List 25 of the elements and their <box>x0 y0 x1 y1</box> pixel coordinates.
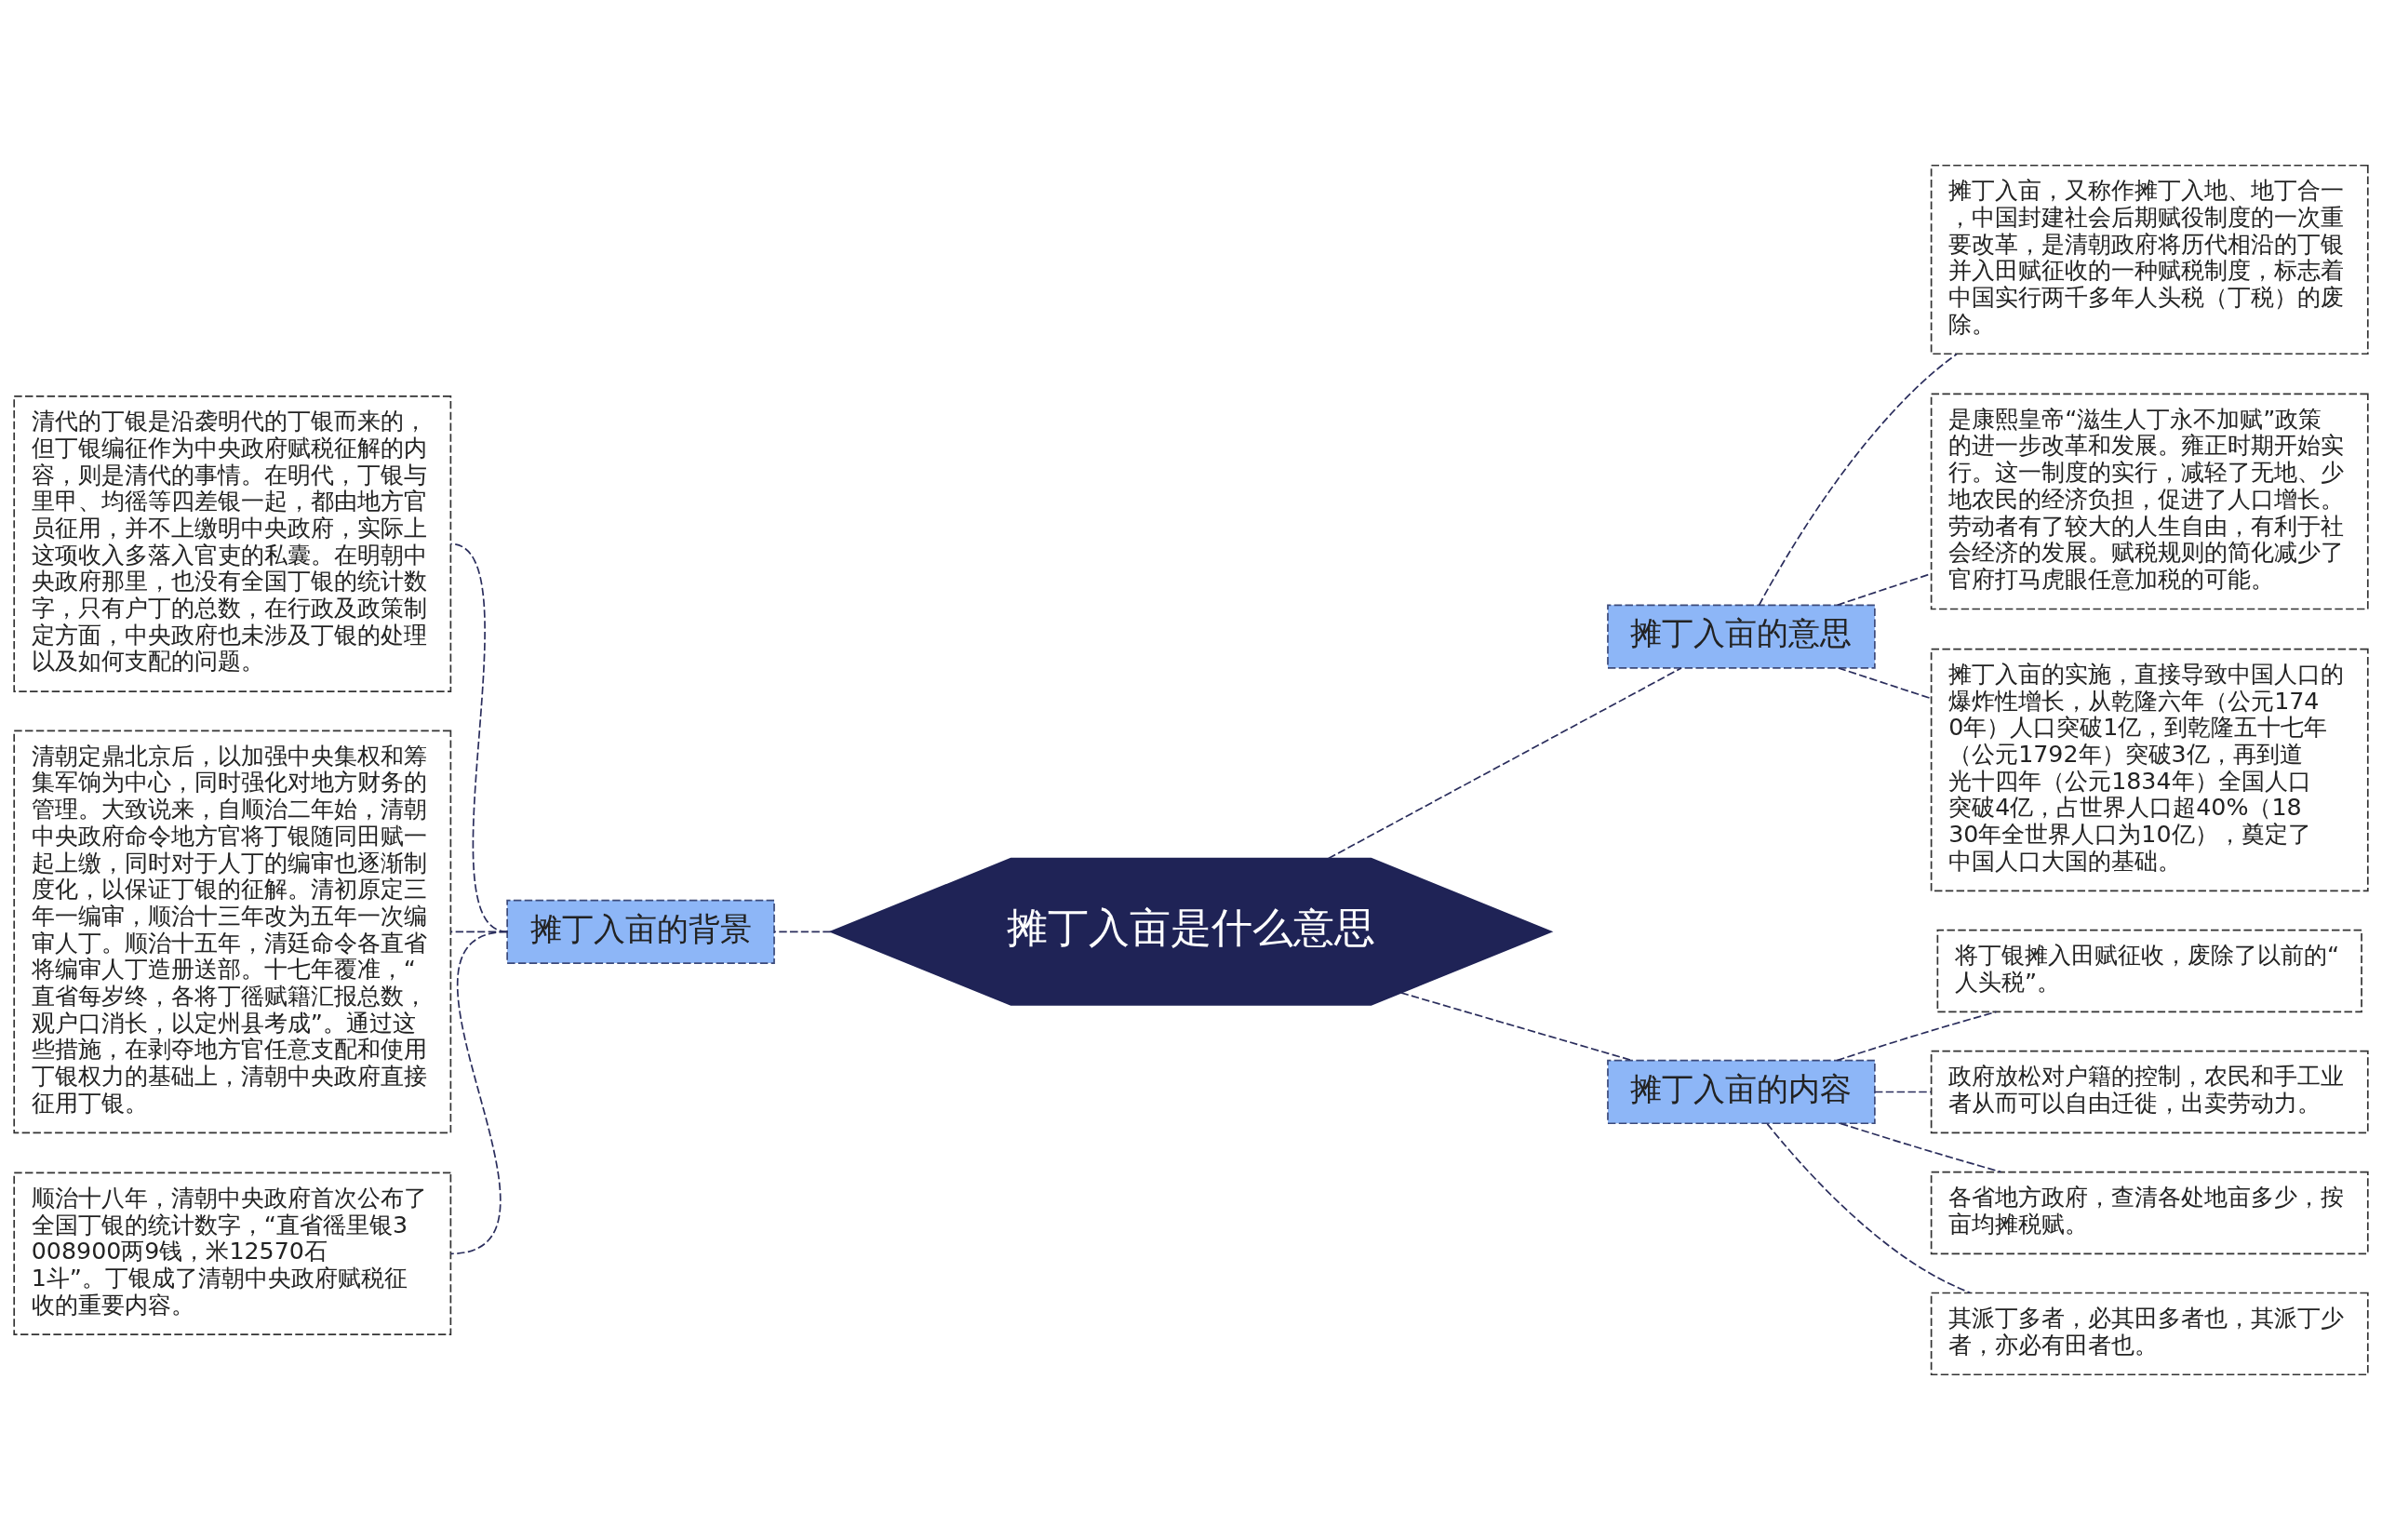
connector <box>1399 992 1633 1062</box>
connector <box>1327 667 1682 860</box>
node-box: 摊丁入亩的内容 <box>1607 1059 1876 1125</box>
node-box: 是康熙皇帝“滋生人丁永不加赋”政策的进一步改革和发展。雍正时期开始实行。这一制度的实行，减轻了无地、少地农民的经济负担，促进了人口增长。劳动者有了较大的人生自由，有利于社会经济的发展。赋税规则的简化减少了官府打马虎眼任意加税的可能。 <box>1930 393 2369 610</box>
connector <box>449 931 508 1255</box>
connector <box>449 931 508 933</box>
connector <box>449 542 508 933</box>
connector <box>1758 353 1958 607</box>
node-box: 清代的丁银是沿袭明代的丁银而来的，但丁银编征作为中央政府赋税征解的内容，则是清代的事情。在明代，丁银与里甲、均徭等四差银一起，都由地方官员征用，并不上缴明中央政府，实际上这项收入多落入官吏的私囊。在明朝中央政府那里，也没有全国丁银的统计数字，只有户丁的总数，在行政及政策制定方面，中央政府也未涉及丁银的处理以及如何支配的问题。 <box>13 395 452 692</box>
connector <box>1836 1011 1998 1062</box>
node-box: 摊丁入亩的意思 <box>1607 604 1876 669</box>
connector <box>773 931 832 933</box>
node-box: 各省地方政府，查清各处地亩多少，按亩均摊税赋。 <box>1930 1171 2369 1255</box>
connector <box>1766 1123 1972 1294</box>
node-box: 摊丁入亩的实施，直接导致中国人口的爆炸性增长，从乾隆六年（公元1740年）人口突破1亿，到乾隆五十七年（公元1792年）突破3亿，再到道光十四年（公元1834年）全国人口突破4亿，占世界人口超40%（1830年全世界人口为10亿），奠定了中国人口大国的基础。 <box>1930 648 2369 892</box>
node-box: 政府放松对户籍的控制，农民和手工业者从而可以自由迁徙，出卖劳动力。 <box>1930 1050 2369 1134</box>
node-box: 其派丁多者，必其田多者也，其派丁少者，亦必有田者也。 <box>1930 1292 2369 1376</box>
node-box: 摊丁入亩，又称作摊丁入地、地丁合一，中国封建社会后期赋役制度的一次重要改革，是清朝政府将历代相沿的丁银并入田赋征收的一种赋税制度，标志着中国实行两千多年人头税（丁税）的废除。 <box>1930 164 2369 355</box>
node-box: 清朝定鼎北京后，以加强中央集权和筹集军饷为中心，同时强化对地方财务的管理。大致说来，自顺治二年始，清朝中央政府命令地方官将丁银随同田赋一起上缴，同时对于人丁的编审也逐渐制度化，以保证丁银的征解。清初原定三年一编审，顺治十三年改为五年一次编审人丁。顺治十五年，清廷命令各直省将编审人丁造册送部。十七年覆准，“直省每岁终，各将丁徭赋籍汇报总数，观户口消长，以定州县考成”。通过这些措施，在剥夺地方官任意支配和使用丁银权力的基础上，清朝中央政府直接征用丁银。 <box>13 730 452 1134</box>
node-box: 顺治十八年，清朝中央政府首次公布了全国丁银的统计数字，“直省徭里银3008900两9钱，米12570石1斗”。丁银成了清朝中央政府赋税征收的重要内容。 <box>13 1172 452 1336</box>
connector <box>1874 1091 1932 1093</box>
connector <box>1837 667 1933 700</box>
connector <box>1840 1122 2002 1173</box>
node-box: 摊丁入亩的背景 <box>506 899 775 964</box>
node-box: 将丁银摊入田赋征收，废除了以前的“人头税”。 <box>1936 929 2362 1013</box>
